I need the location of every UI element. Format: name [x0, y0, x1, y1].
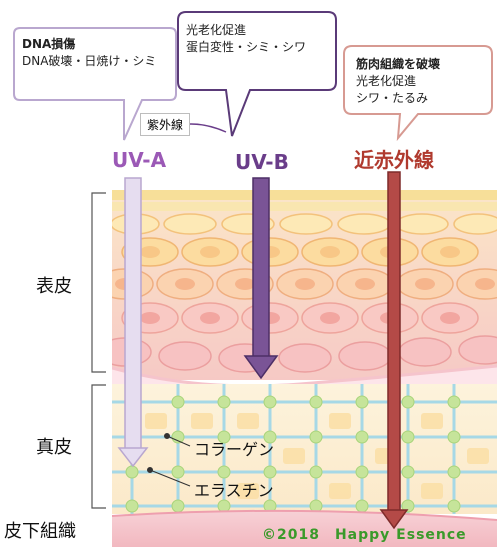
dermis-label: 真皮 — [36, 437, 72, 458]
ir-callout — [343, 45, 493, 142]
subcutaneous-label: 皮下組織 — [4, 521, 76, 542]
uvb-label: UV-B — [235, 150, 289, 174]
uva-callout-title: DNA損傷 — [22, 37, 76, 51]
uvb-callout-line: 蛋白変性・シミ・シワ — [186, 40, 307, 54]
epidermis-label: 表皮 — [36, 276, 72, 297]
layer-brackets — [91, 192, 106, 509]
fiber-nodes — [125, 395, 461, 513]
elastin-label: エラスチン — [194, 481, 274, 500]
collagen-label: コラーゲン — [194, 440, 275, 459]
ir-label: 近赤外線 — [354, 148, 434, 172]
skin-layers — [112, 190, 497, 547]
uva-arrow — [117, 177, 149, 468]
uvb-callout-text: 光老化促進 蛋白変性・シミ・シワ — [186, 22, 306, 56]
uvb-callout — [177, 11, 337, 137]
ir-callout-line2: シワ・たるみ — [356, 91, 429, 105]
uva-callout-line: DNA破壊・日焼け・シミ — [22, 54, 157, 68]
copyright-text: ©2018 Happy Essence — [262, 527, 467, 543]
uvb-arrow — [243, 177, 279, 380]
uv-box: 紫外線 — [140, 113, 191, 136]
uva-label: UV-A — [112, 148, 167, 172]
fiber-leaders — [147, 433, 191, 487]
ir-callout-text: 筋肉組織を破壊 光老化促進 シワ・たるみ — [356, 56, 440, 107]
ir-callout-title: 筋肉組織を破壊 — [356, 57, 441, 71]
uva-callout — [13, 27, 177, 141]
ir-callout-line1: 光老化促進 — [356, 74, 417, 88]
ir-arrow — [379, 171, 409, 530]
uvb-callout-title: 光老化促進 — [186, 23, 247, 37]
uva-callout-text: DNA損傷 DNA破壊・日焼け・シミ — [22, 36, 156, 70]
